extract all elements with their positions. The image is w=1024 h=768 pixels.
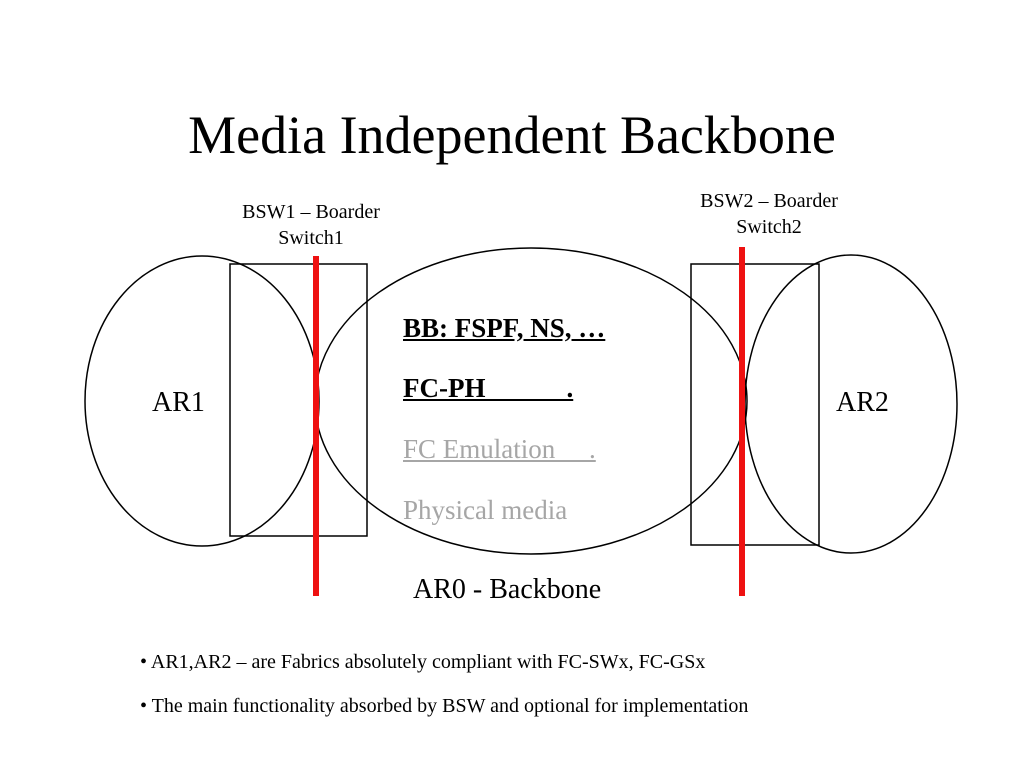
ar0-label: AR0 - Backbone [413,574,602,605]
stack-layer-bb: BB: FSPF, NS, … [403,313,606,343]
stack-layer-fc-emulation: FC Emulation . [403,434,596,464]
bsw1-box [229,263,368,537]
bsw1-label: BSW1 – Boarder Switch1 [206,199,416,251]
bsw1-label-line1: BSW1 – Boarder [242,201,380,223]
bsw2-label-line1: BSW2 – Boarder [700,190,838,212]
stack-layer-fc-ph: FC-PH . [403,373,574,403]
ar1-label: AR1 [152,387,205,418]
bullet-list: • AR1,AR2 – are Fabrics absolutely compl… [140,650,1000,738]
bsw2-box [690,263,820,546]
bsw1-label-line2: Switch1 [278,227,344,249]
ar2-label: AR2 [836,387,889,418]
slide-title: Media Independent Backbone [188,105,836,165]
bullet-item: • AR1,AR2 – are Fabrics absolutely compl… [140,651,706,673]
bullet-item: • The main functionality absorbed by BSW… [140,695,749,717]
stack-layer-physical-media: Physical media [403,495,568,525]
bsw2-label-line2: Switch2 [736,216,802,238]
bsw2-label: BSW2 – Boarder Switch2 [664,188,874,240]
